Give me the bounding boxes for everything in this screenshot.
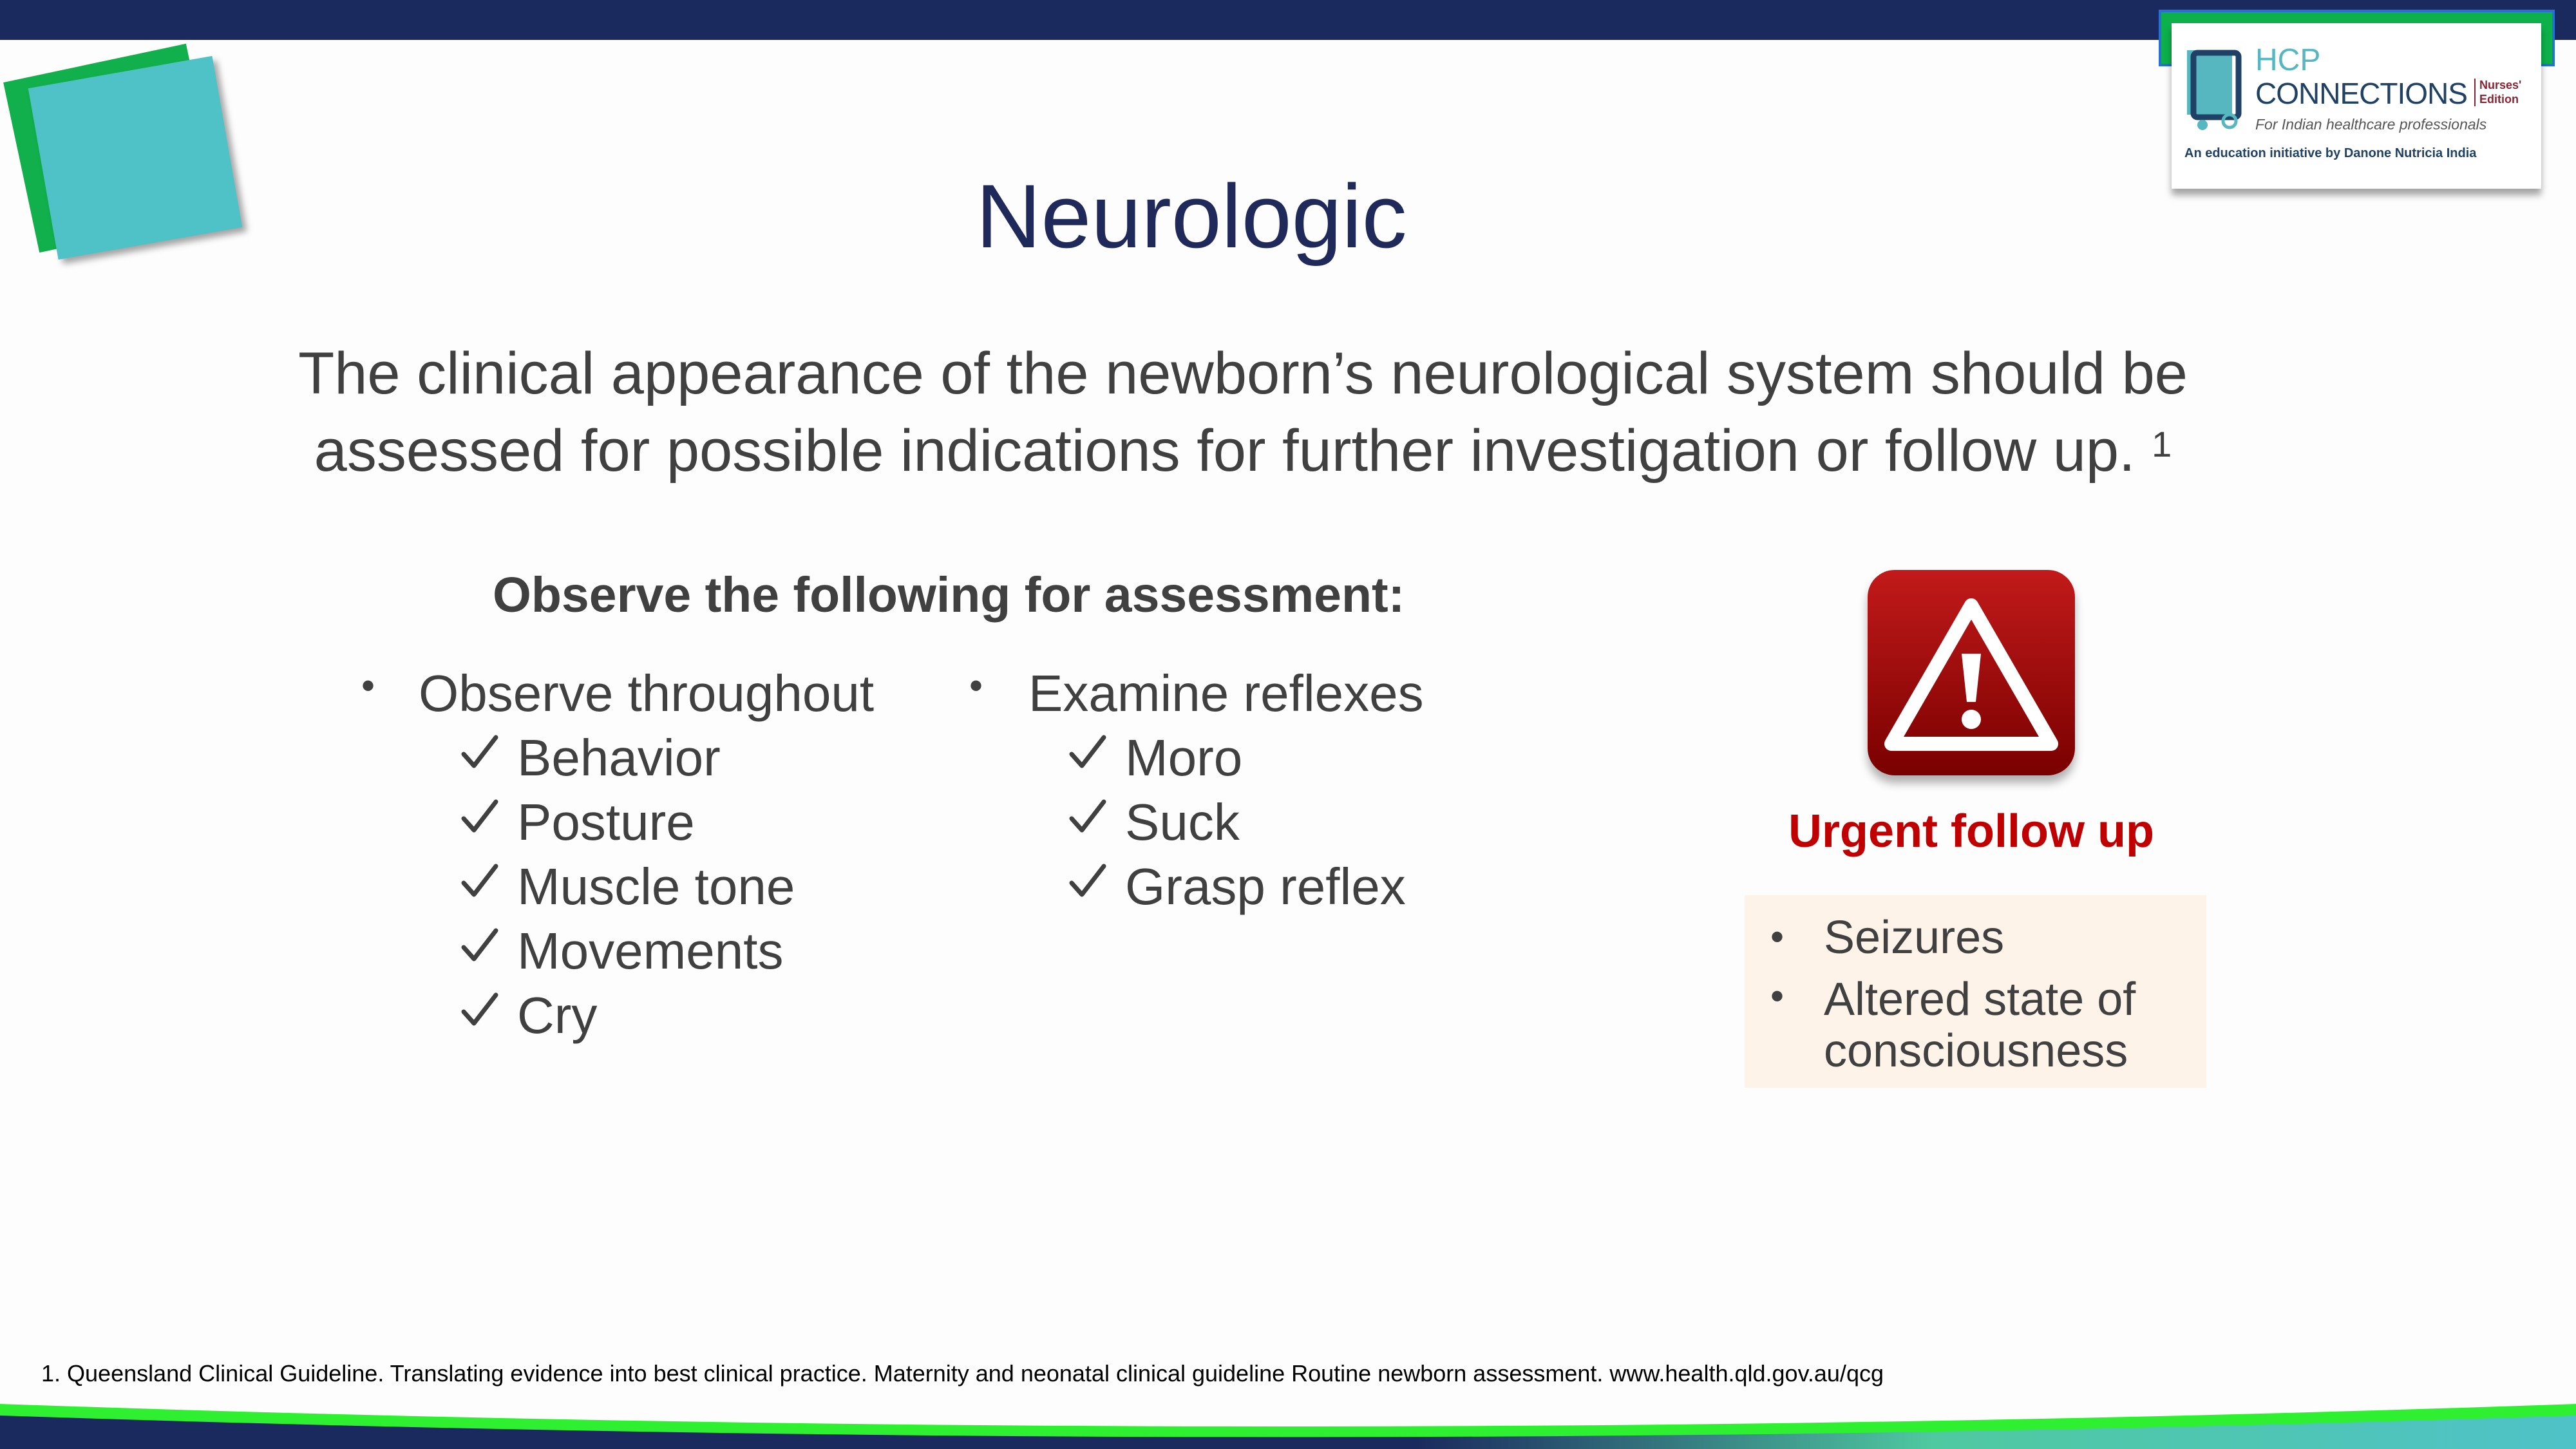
assessment-item: Behavior [517,729,721,786]
checkmark-icon [1068,732,1108,772]
tablet-stethoscope-icon [2187,50,2242,130]
checkmark-icon [1068,861,1108,901]
footnote: 1. Queensland Clinical Guideline. Transl… [41,1360,1884,1387]
logo-edition: Nurses' Edition [2474,79,2532,107]
checkmark-icon [1068,797,1108,837]
assessment-item: Posture [517,793,695,851]
urgent-follow-up-label: Urgent follow up [1788,806,2154,857]
checkmark-icon [460,797,500,837]
top-bar [0,0,2576,40]
assessment-item: Moro [1125,729,1243,786]
urgent-item: Seizures [1824,912,2005,963]
urgent-list-box: • Seizures • Altered state of consciousn… [1745,895,2206,1088]
observe-heading: Observe the following for assessment: [493,567,1405,623]
logo-initiative: An education initiative by Danone Nutric… [2184,146,2477,160]
checkmark-icon [460,861,500,901]
subtitle-text: The clinical appearance of the newborn’s… [298,341,2188,484]
bottom-wave [0,1404,2576,1449]
logo-line1: HCP [2255,43,2321,77]
bullet: • [969,664,983,707]
assessment-item: Muscle tone [517,858,795,915]
subtitle: The clinical appearance of the newborn’s… [213,335,2273,489]
column-label: Observe throughout [419,665,875,722]
logo-line2: CONNECTIONS [2255,77,2468,110]
reference-marker: 1 [2152,424,2172,464]
checkmark-icon [460,732,500,772]
bullet: • [1770,974,1785,1018]
checkmark-icon [460,925,500,965]
bullet: • [361,664,375,707]
assessment-item: Suck [1125,793,1240,851]
assessment-item: Movements [517,922,784,980]
page-title: Neurologic [976,166,1407,267]
assessment-item: Grasp reflex [1125,858,1406,915]
warning-triangle-icon [1868,570,2075,775]
bullet: • [1770,915,1785,958]
hcp-connections-logo: HCP CONNECTIONS Nurses' Edition For Indi… [2172,23,2541,189]
column-label: Examine reflexes [1028,665,1424,722]
logo-tagline: For Indian healthcare professionals [2255,116,2487,133]
checkmark-icon [460,990,500,1030]
urgent-item: Altered state of consciousness [1824,974,2136,1077]
assessment-item: Cry [517,987,598,1044]
